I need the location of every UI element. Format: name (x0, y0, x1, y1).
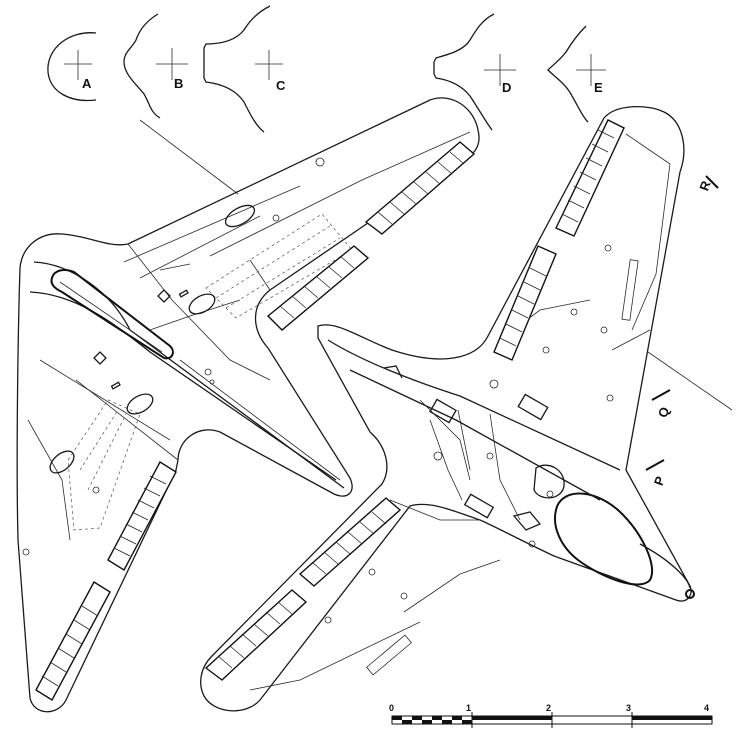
scale-tick-0: 0 (389, 703, 394, 713)
section-profile-d: D (433, 13, 516, 131)
section-label-b: B (174, 76, 183, 91)
lower-surface-plan-view (200, 105, 733, 712)
upper-hatch-1 (224, 204, 256, 228)
lower-left-wing-flaps (204, 497, 402, 681)
lower-cockpit-canopy (554, 492, 654, 586)
lower-right-wing-flaps (493, 119, 625, 361)
section-label-d: D (502, 80, 511, 95)
upper-canopy (50, 269, 174, 360)
section-label-e: E (594, 80, 603, 95)
section-label-c: C (276, 78, 286, 93)
section-profile-a: A (47, 32, 97, 102)
lower-antenna-wire (647, 351, 733, 411)
lower-nose-probe (685, 589, 695, 599)
scale-tick-2: 2 (546, 703, 551, 713)
section-cut-label-p: P (651, 474, 668, 488)
scale-tick-1: 1 (466, 703, 471, 713)
section-profile-e: E (547, 25, 606, 123)
upper-hatch-2 (188, 293, 216, 315)
upper-left-wing-panel (67, 399, 141, 531)
section-profile-b: B (123, 13, 188, 119)
scale-tick-4: 4 (704, 703, 709, 713)
upper-right-wing-panel (205, 213, 353, 319)
upper-hatch-4 (49, 450, 75, 474)
upper-right-wing-flaps (266, 141, 476, 331)
scale-bar: 0 1 2 3 4 (389, 703, 713, 728)
section-label-a: A (82, 76, 92, 91)
upper-hatch-3 (126, 393, 154, 415)
upper-left-wing-flaps (35, 461, 177, 701)
antenna-wire (139, 119, 239, 195)
section-cut-label-q: Q (655, 405, 673, 420)
section-profile-c: C (203, 5, 286, 133)
scale-tick-3: 3 (626, 703, 631, 713)
upper-surface-plan-view (16, 97, 480, 713)
lower-view-outline (200, 105, 692, 712)
section-cut-markers: P Q R (645, 175, 719, 488)
upper-view-outline (16, 97, 480, 713)
